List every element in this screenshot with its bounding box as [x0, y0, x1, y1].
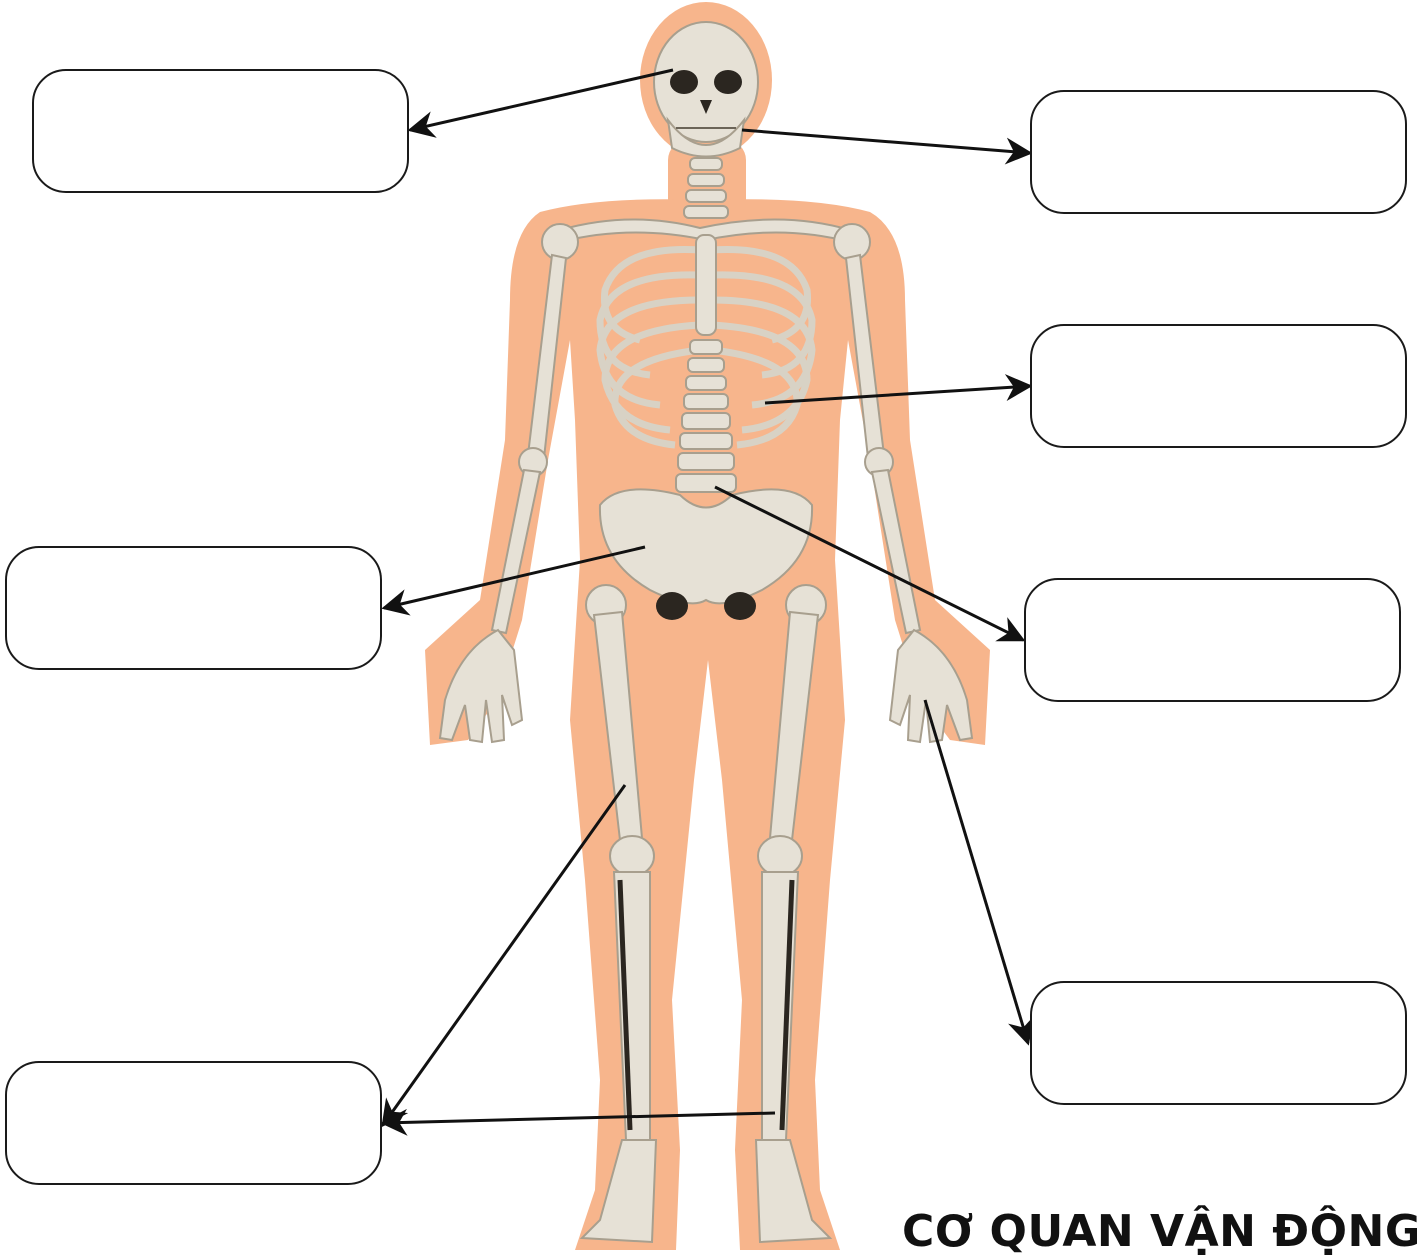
arrow-tibia: [383, 1113, 775, 1123]
label-box-jaw[interactable]: [1030, 90, 1407, 214]
label-box-skull[interactable]: [32, 69, 409, 193]
arrow-skull: [410, 70, 673, 130]
diagram-caption: CƠ QUAN VẬN ĐỘNG: [902, 1206, 1417, 1257]
arrow-jaw: [742, 130, 1030, 153]
label-box-pelvis[interactable]: [5, 546, 382, 670]
sternum: [696, 235, 716, 335]
label-box-spine[interactable]: [1024, 578, 1401, 702]
arrow-femur: [383, 785, 625, 1125]
arrow-hand: [925, 700, 1028, 1043]
label-box-ribs[interactable]: [1030, 324, 1407, 448]
label-box-leg-bones[interactable]: [5, 1061, 382, 1185]
skull: [654, 22, 758, 157]
label-box-hand-bones[interactable]: [1030, 981, 1407, 1105]
